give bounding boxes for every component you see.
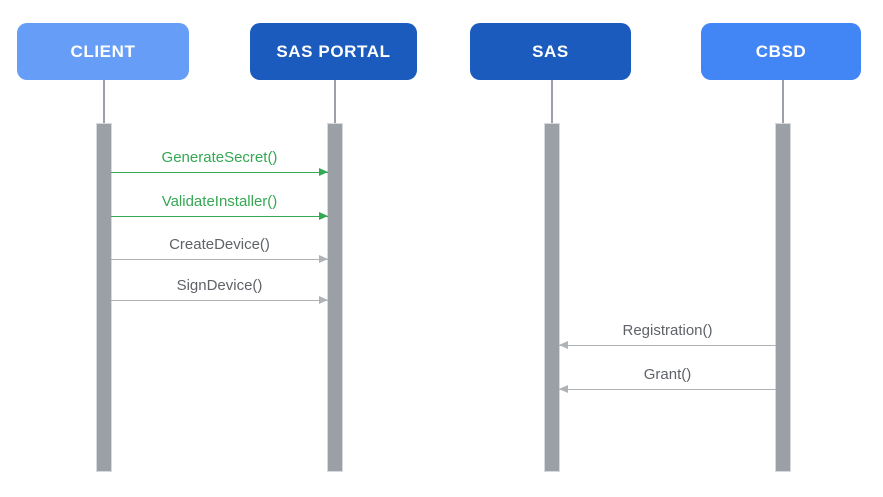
arrow-right-icon [111,255,328,263]
actor-box-sas: SAS [470,23,631,80]
message-sign-device: SignDevice() [111,276,328,304]
actor-box-cbsd: CBSD [701,23,861,80]
arrow-right-icon [111,212,328,220]
message-grant: Grant() [559,365,776,393]
message-validate-installer-label: ValidateInstaller() [161,193,278,210]
activation-bar-sas-portal [327,123,343,472]
activation-bar-client [96,123,112,472]
actor-box-sas-portal: SAS PORTAL [250,23,417,80]
message-create-device: CreateDevice() [111,235,328,263]
arrow-right-icon [111,296,328,304]
message-sign-device-label: SignDevice() [176,277,263,294]
message-create-device-label: CreateDevice() [169,236,270,253]
lifeline-sas [551,80,553,124]
message-registration-label: Registration() [622,322,713,339]
actor-box-client: CLIENT [17,23,189,80]
arrow-right-icon [111,168,328,176]
message-grant-label: Grant() [643,366,692,383]
lifeline-sas-portal [334,80,336,124]
message-validate-installer: ValidateInstaller() [111,192,328,220]
lifeline-cbsd [782,80,784,124]
message-registration: Registration() [559,321,776,349]
arrow-left-icon [559,385,776,393]
arrow-left-icon [559,341,776,349]
activation-bar-sas [544,123,560,472]
message-generate-secret: GenerateSecret() [111,148,328,176]
activation-bar-cbsd [775,123,791,472]
lifeline-client [103,80,105,124]
message-generate-secret-label: GenerateSecret() [161,149,278,166]
